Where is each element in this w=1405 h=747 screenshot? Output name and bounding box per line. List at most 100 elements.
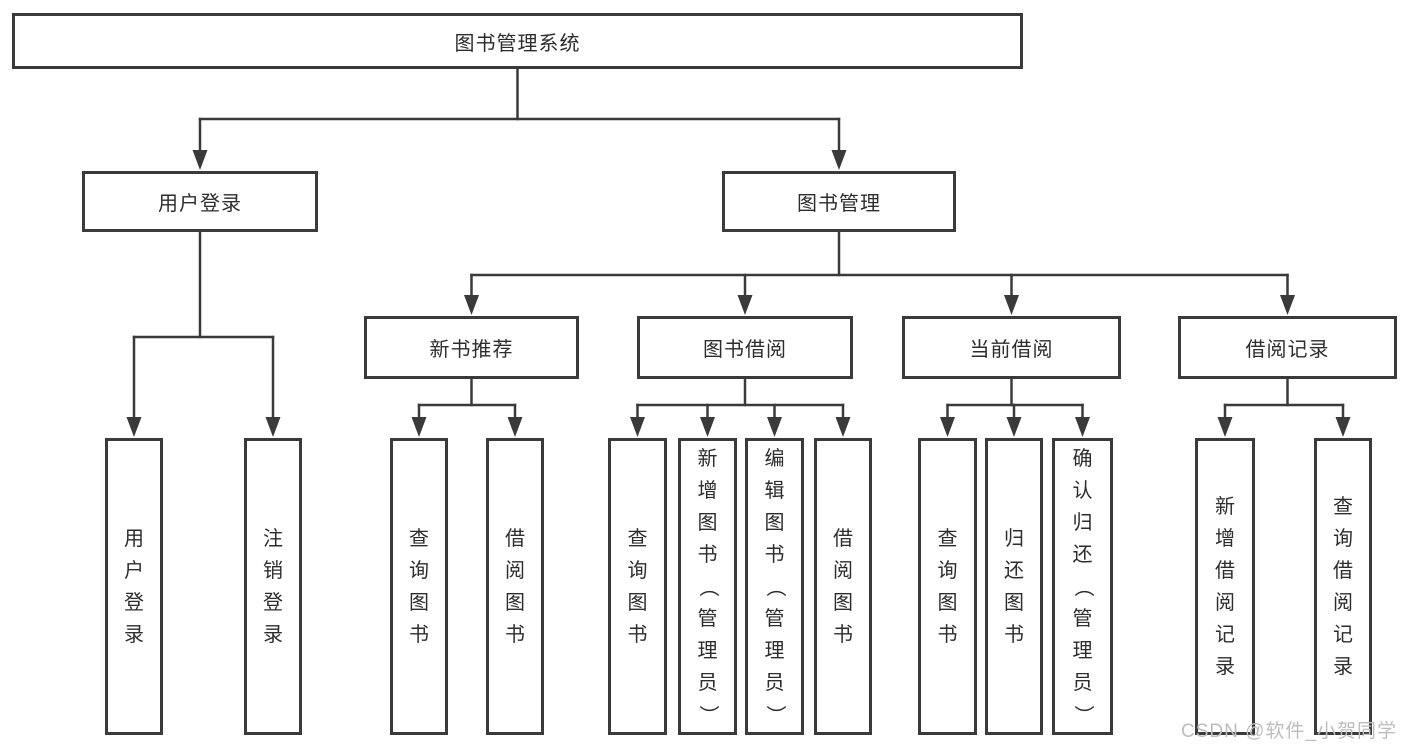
node-login-logout-char: 注 — [263, 527, 283, 550]
node-current-query: 查询图书 — [918, 438, 977, 735]
node-records-add-char: 增 — [1215, 527, 1235, 550]
node-rec: 新书推荐 — [364, 316, 579, 379]
node-borrow-query: 查询图书 — [608, 438, 667, 735]
node-records-add-char: 新 — [1215, 495, 1235, 518]
node-borrow-edit-char: 员 — [764, 671, 785, 694]
node-borrow-add-char: ） — [696, 704, 719, 725]
node-records-add-char: 录 — [1215, 655, 1235, 678]
node-current-confirm-char: ） — [1071, 704, 1094, 725]
node-rec-query: 查询图书 — [390, 438, 448, 735]
node-login-logout-char: 登 — [263, 591, 283, 614]
node-borrow-add-char: 员 — [697, 671, 718, 694]
node-borrow-edit-char: 图 — [764, 511, 785, 534]
node-current-return-char: 图 — [1004, 591, 1024, 614]
node-records-query-char: 阅 — [1333, 591, 1353, 614]
node-records-query-char: 记 — [1333, 623, 1353, 646]
node-records-query-char: 借 — [1333, 559, 1353, 582]
node-rec-query-char: 图 — [409, 591, 429, 614]
node-login-logout: 注销登录 — [244, 438, 302, 735]
node-records-add: 新增借阅记录 — [1195, 438, 1255, 735]
node-rec-borrow-char: 阅 — [505, 559, 525, 582]
node-login-user-char: 用 — [124, 527, 144, 550]
node-current-query-char: 图 — [937, 591, 958, 614]
node-borrow-edit-char: ） — [763, 704, 786, 725]
node-borrow-edit-char: 书 — [764, 543, 785, 566]
node-current-confirm-char: 还 — [1072, 543, 1093, 566]
node-current-return-char: 还 — [1004, 559, 1024, 582]
node-current: 当前借阅 — [902, 316, 1121, 379]
node-current-confirm-char: 认 — [1072, 479, 1093, 502]
node-records-add-char: 记 — [1215, 623, 1235, 646]
node-login-user: 用户登录 — [105, 438, 163, 735]
node-borrow-query-char: 书 — [627, 623, 648, 646]
node-borrow-edit-char: （ — [763, 576, 786, 597]
node-login-logout-char: 录 — [263, 623, 283, 646]
node-borrow-lend-char: 阅 — [833, 559, 853, 582]
node-records: 借阅记录 — [1178, 316, 1397, 379]
node-current-confirm: 确认归还 （ 管理员 ） — [1052, 438, 1113, 735]
node-records-query-char: 询 — [1333, 527, 1353, 550]
node-current-confirm-char: 归 — [1072, 511, 1093, 534]
node-records-query: 查询借阅记录 — [1314, 438, 1372, 735]
node-borrow-edit-char: 管 — [764, 607, 785, 630]
node-borrow-add: 新增图书 （ 管理员 ） — [678, 438, 737, 735]
node-rec-label: 新书推荐 — [429, 339, 514, 361]
node-current-confirm-char: 员 — [1072, 671, 1093, 694]
node-borrow-add-char: 理 — [697, 639, 718, 662]
node-borrow-query-char: 查 — [627, 527, 648, 550]
node-borrow-add-char: 管 — [697, 607, 718, 630]
node-current-return-char: 书 — [1004, 623, 1024, 646]
node-rec-borrow-char: 图 — [505, 591, 525, 614]
node-borrow-add-char: 增 — [697, 479, 718, 502]
node-borrow-edit-char: 辑 — [764, 479, 785, 502]
node-borrow-add-char: 新 — [697, 447, 718, 470]
node-login: 用户登录 — [82, 171, 318, 232]
node-current-query-char: 查 — [937, 527, 958, 550]
node-records-add-char: 借 — [1215, 559, 1235, 582]
node-current-confirm-char: 管 — [1072, 607, 1093, 630]
node-current-confirm-char: 确 — [1072, 447, 1093, 470]
node-borrow-label: 图书借阅 — [703, 339, 787, 361]
node-current-query-char: 书 — [937, 623, 958, 646]
node-records-query-char: 录 — [1333, 655, 1353, 678]
node-borrow-lend-char: 图 — [833, 591, 853, 614]
node-root: 图书管理系统 — [12, 13, 1023, 69]
node-current-confirm-char: （ — [1071, 576, 1094, 597]
node-borrow: 图书借阅 — [637, 316, 853, 379]
node-root-label: 图书管理系统 — [454, 32, 581, 55]
node-rec-query-char: 询 — [409, 559, 429, 582]
node-current-label: 当前借阅 — [969, 339, 1054, 361]
node-borrow-edit-char: 编 — [764, 447, 785, 470]
node-mgmt: 图书管理 — [722, 171, 956, 232]
node-records-query-char: 查 — [1333, 495, 1353, 518]
node-records-add-char: 阅 — [1215, 591, 1235, 614]
node-borrow-add-char: （ — [696, 576, 719, 597]
node-current-return: 归还图书 — [985, 438, 1043, 735]
node-borrow-add-char: 书 — [697, 543, 718, 566]
node-borrow-edit-char: 理 — [764, 639, 785, 662]
node-login-user-char: 录 — [124, 623, 144, 646]
node-rec-borrow-char: 借 — [505, 527, 525, 550]
node-records-label: 借阅记录 — [1245, 339, 1330, 361]
node-login-user-char: 登 — [124, 591, 144, 614]
node-login-user-char: 户 — [124, 559, 144, 582]
node-borrow-add-char: 图 — [697, 511, 718, 534]
node-borrow-query-char: 图 — [627, 591, 648, 614]
node-current-return-char: 归 — [1004, 527, 1024, 550]
node-current-query-char: 询 — [937, 559, 958, 582]
node-rec-borrow-char: 书 — [505, 623, 525, 646]
node-borrow-query-char: 询 — [627, 559, 648, 582]
node-borrow-edit: 编辑图书 （ 管理员 ） — [745, 438, 804, 735]
node-mgmt-label: 图书管理 — [797, 193, 881, 215]
node-current-confirm-char: 理 — [1072, 639, 1093, 662]
node-borrow-lend-char: 借 — [833, 527, 853, 550]
node-borrow-lend: 借阅图书 — [814, 438, 872, 735]
node-login-logout-char: 销 — [263, 559, 283, 582]
node-rec-borrow: 借阅图书 — [486, 438, 544, 735]
node-rec-query-char: 查 — [409, 527, 429, 550]
node-borrow-lend-char: 书 — [833, 623, 853, 646]
watermark: CSDN @软件_小贺同学 — [1181, 721, 1397, 742]
node-rec-query-char: 书 — [409, 623, 429, 646]
